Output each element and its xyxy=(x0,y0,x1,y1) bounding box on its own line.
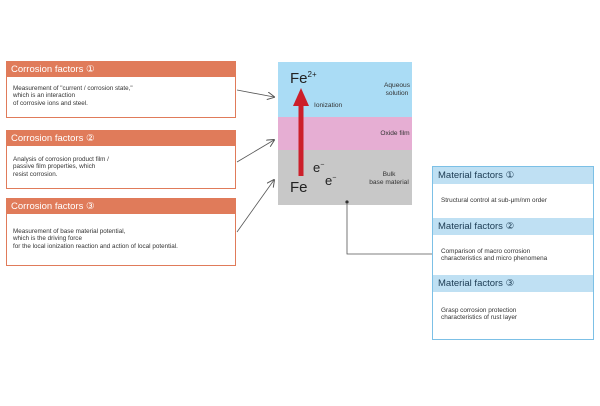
fe-ion-label: Fe2+ xyxy=(290,70,317,87)
connector-arrow-2 xyxy=(236,140,274,163)
corrosion-factor-2-title: Corrosion factors ② xyxy=(7,131,235,146)
electron-2-label: e− xyxy=(325,173,337,188)
bulk-base-material-label: Bulk base material xyxy=(369,171,409,186)
corrosion-factor-1-title: Corrosion factors ① xyxy=(7,62,235,77)
material-factor-3-text: Grasp corrosion protection characteristi… xyxy=(441,306,518,321)
electron-1-label: e− xyxy=(313,160,325,175)
material-factor-3-title: Material factors ③ xyxy=(433,275,593,292)
corrosion-factor-1-box: Corrosion factors ① Measurement of "curr… xyxy=(6,61,236,118)
corrosion-factor-2-box: Corrosion factors ② Analysis of corrosio… xyxy=(6,130,236,189)
material-factor-1-title: Material factors ① xyxy=(433,167,593,184)
material-factor-1-text: Structural control at sub-μm/nm order xyxy=(441,197,547,205)
oxide-film-label: Oxide film xyxy=(380,130,410,137)
material-factor-connector xyxy=(346,204,432,255)
corrosion-factor-3-box: Corrosion factors ③ Measurement of base … xyxy=(6,198,236,266)
fe-label: Fe xyxy=(290,179,308,196)
bulk-point-dot xyxy=(345,200,349,204)
aqueous-solution-label: Aqueous solution xyxy=(383,82,411,97)
corrosion-factor-1-text: Measurement of "current / corrosion stat… xyxy=(13,85,133,107)
corrosion-factor-3-text: Measurement of base material potential, … xyxy=(13,228,178,250)
material-factor-2-text: Comparison of macro corrosion characteri… xyxy=(441,247,548,262)
corrosion-factor-2-text: Analysis of corrosion product film / pas… xyxy=(13,156,109,178)
material-factor-2-title: Material factors ② xyxy=(433,218,593,235)
connector-arrow-1 xyxy=(236,89,274,97)
corrosion-factor-3-title: Corrosion factors ③ xyxy=(7,199,235,214)
ionization-arrow-head xyxy=(293,88,309,106)
material-factors-panel: Material factors ① Structural control at… xyxy=(432,166,594,340)
ionization-label: Ionization xyxy=(314,102,343,109)
connector-arrow-3 xyxy=(236,180,274,233)
